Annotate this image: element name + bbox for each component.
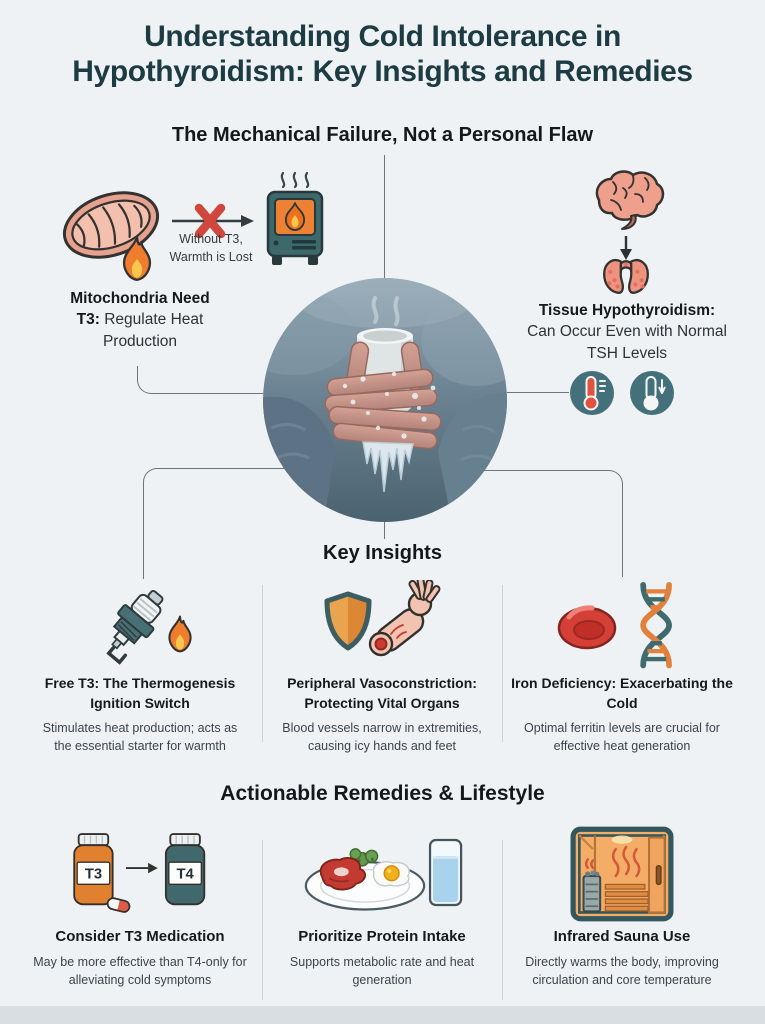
remedy-column-t3-medication: T3 T4 Consider T3 Medication May be more… (22, 826, 258, 990)
insight-title: Peripheral Vasoconstriction: Protecting … (287, 675, 477, 711)
remedy-divider-1 (262, 840, 263, 1000)
remedy-body: Directly warms the body, improving circu… (525, 955, 719, 987)
t4-bottle: T4 (164, 833, 206, 906)
tissue-caption-bold: Tissue Hypothyroidism: (538, 302, 716, 319)
insight-column-iron: Iron Deficiency: Exacerbating the Cold O… (504, 580, 740, 756)
fried-egg (372, 861, 410, 887)
blocked-arrow-icon (168, 199, 256, 243)
thermometer-icons (569, 370, 675, 416)
arrow-icon (125, 862, 158, 874)
shield-icon (324, 591, 372, 651)
sauna-heater (582, 870, 602, 913)
down-arrow-icon (618, 234, 634, 262)
t3-bottle: T3 (73, 833, 114, 906)
connector-left-elbow (137, 366, 264, 394)
remedy-column-sauna: Infrared Sauna Use Directly warms the bo… (504, 826, 740, 990)
arrow-label: Without T3, Warmth is Lost (156, 230, 266, 266)
insight-divider-1 (262, 585, 263, 742)
insight-body: Blood vessels narrow in extremities, cau… (282, 721, 482, 753)
insight-title: Iron Deficiency: Exacerbating the Cold (511, 675, 733, 711)
protein-plate-icon (304, 838, 463, 911)
mitochondria-caption-bold: Mitochondria Need T3: (70, 290, 210, 329)
hand-vessel-icon (368, 580, 441, 657)
spark-plug-icon (106, 590, 192, 665)
brain-icon (587, 166, 665, 232)
t4-bottle-label: T4 (176, 866, 194, 882)
tissue-caption: Tissue Hypothyroidism: Can Occur Even wi… (527, 300, 727, 364)
main-title-line1: Understanding Cold Intolerance in (144, 20, 621, 53)
remedies-heading: Actionable Remedies & Lifestyle (220, 782, 545, 805)
steam-icon (280, 171, 310, 189)
medication-bottles-icon: T3 T4 (73, 833, 206, 913)
sauna-benches (604, 883, 649, 912)
remedy-body: Supports metabolic rate and heat generat… (289, 955, 475, 987)
remedy-divider-2 (502, 840, 503, 1000)
capsule-icon (106, 897, 131, 913)
footer-strip (0, 1006, 765, 1024)
connector-bottom-left-elbow (143, 468, 291, 579)
arrow-label-line2: Warmth is Lost (169, 250, 253, 265)
insight-body: Optimal ferritin levels are crucial for … (524, 721, 720, 753)
insight-divider-2 (502, 585, 503, 742)
glass-icon (428, 838, 463, 907)
tissue-caption-rest: Can Occur Even with Normal TSH Levels (527, 323, 727, 362)
connector-bottom-right-elbow (480, 470, 623, 577)
flame-icon (116, 234, 158, 284)
remedy-title: Prioritize Protein Intake (298, 928, 466, 945)
mitochondria-icon (58, 176, 164, 274)
insight-column-free-t3: Free T3: The Thermogenesis Ignition Swit… (22, 580, 258, 756)
thyroid-icon (600, 255, 652, 295)
remedy-title: Infrared Sauna Use (553, 928, 691, 945)
cold-hands-photo (263, 278, 507, 522)
remedy-body: May be more effective than T4-only for a… (33, 955, 247, 987)
x-mark-icon (194, 203, 226, 239)
connector-bottom-vertical (384, 522, 385, 539)
insight-body: Stimulates heat production; acts as the … (42, 721, 238, 753)
main-title-line2: Hypothyroidism: Key Insights and Remedie… (72, 54, 693, 88)
key-insights-heading: Key Insights (323, 542, 442, 564)
insight-column-vasoconstriction: Peripheral Vasoconstriction: Protecting … (264, 580, 500, 756)
t3-bottle-label: T3 (85, 866, 102, 882)
insight-title: Free T3: The Thermogenesis Ignition Swit… (44, 675, 236, 711)
thermometer-low-icon (630, 371, 674, 415)
connector-right-horizontal (507, 392, 569, 393)
connector-top-vertical (384, 155, 385, 278)
remedy-title: Consider T3 Medication (55, 928, 225, 945)
sauna-icon (570, 826, 674, 922)
mitochondria-caption-rest: Regulate Heat Production (99, 311, 204, 350)
steam-icon (584, 845, 641, 878)
arrow-label-line1: Without T3, (179, 232, 243, 246)
mechanical-section-heading: The Mechanical Failure, Not a Personal F… (171, 124, 594, 146)
steak (319, 856, 367, 891)
red-blood-cell-icon (557, 605, 617, 650)
heater-icon (262, 170, 328, 274)
thermometer-high-icon (570, 371, 614, 415)
remedy-column-protein: Prioritize Protein Intake Supports metab… (264, 826, 500, 990)
dna-icon (640, 582, 672, 669)
mitochondria-caption: Mitochondria Need T3: Regulate Heat Prod… (60, 288, 220, 352)
flame-icon (168, 615, 192, 653)
main-title: Understanding Cold Intolerance in Hypoth… (0, 20, 765, 90)
